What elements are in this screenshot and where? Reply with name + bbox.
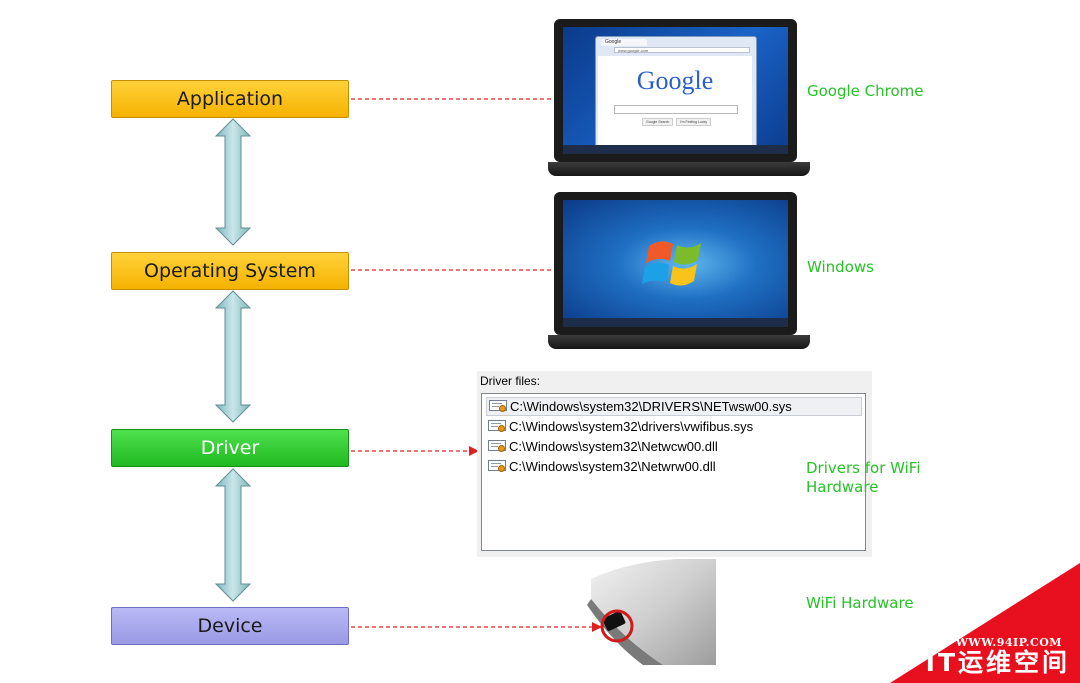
laptop-corner-image (587, 559, 716, 665)
taskbar (563, 318, 788, 327)
connector-device (351, 622, 602, 632)
certificate-file-icon (489, 400, 507, 413)
certificate-file-icon (488, 420, 506, 433)
file-path: C:\Windows\system32\Netwcw00.dll (509, 439, 718, 454)
example-driver-label-line2: Hardware (806, 478, 879, 496)
list-item[interactable]: C:\Windows\system32\DRIVERS\NETwsw00.sys (486, 397, 862, 416)
chrome-tab: Google (601, 39, 647, 46)
chrome-address-bar: www.google.com (614, 47, 750, 53)
file-path: C:\Windows\system32\drivers\vwifibus.sys (509, 419, 754, 434)
file-path: C:\Windows\system32\Netwrw00.dll (509, 459, 716, 474)
application-label: Application (176, 88, 284, 110)
example-application-label: Google Chrome (807, 82, 924, 100)
watermark-name: IT运维空间 (925, 648, 1070, 677)
chrome-window: Google www.google.com Google Google Sear… (595, 36, 757, 150)
file-path: C:\Windows\system32\DRIVERS\NETwsw00.sys (510, 399, 792, 414)
windows-logo-icon (642, 241, 701, 286)
google-lucky-button: I'm Feeling Lucky (676, 118, 712, 126)
operating-system-box: Operating System (111, 252, 349, 290)
list-item[interactable]: C:\Windows\system32\Netwcw00.dll (488, 437, 718, 456)
list-item[interactable]: C:\Windows\system32\Netwrw00.dll (488, 457, 716, 476)
laptop-chrome: Google www.google.com Google Google Sear… (548, 19, 810, 179)
driver-box: Driver (111, 429, 349, 467)
laptop-windows (548, 192, 810, 352)
certificate-file-icon (488, 440, 506, 453)
wifi-hardware-photo (583, 559, 716, 665)
watermark: WWW.94IP.COM IT运维空间 (860, 563, 1080, 683)
device-box: Device (111, 607, 349, 645)
list-item[interactable]: C:\Windows\system32\drivers\vwifibus.sys (488, 417, 753, 436)
operating-system-label: Operating System (144, 260, 316, 282)
device-label: Device (197, 615, 263, 637)
driver-files-title: Driver files: (480, 374, 541, 388)
connector-driver (351, 446, 479, 456)
driver-files-panel: Driver files: C:\Windows\system32\DRIVER… (477, 371, 872, 557)
arrow-os-driver (214, 290, 252, 423)
taskbar (563, 145, 788, 154)
example-driver-label-line1: Drivers for WiFi (806, 459, 921, 477)
arrow-app-os (214, 118, 252, 246)
connector-operating-system (351, 265, 581, 275)
chrome-page: Google Google Search I'm Feeling Lucky (598, 56, 752, 146)
watermark-url: WWW.94IP.COM (955, 636, 1062, 649)
certificate-file-icon (488, 460, 506, 473)
chrome-desktop: Google www.google.com Google Google Sear… (563, 27, 788, 154)
driver-label: Driver (200, 437, 260, 459)
example-os-label: Windows (807, 258, 874, 276)
example-device-label: WiFi Hardware (806, 594, 914, 612)
google-search-button: Google Search (642, 118, 674, 126)
application-box: Application (111, 80, 349, 118)
arrow-driver-device (214, 468, 252, 602)
windows-desktop (563, 200, 788, 327)
google-logo: Google (636, 66, 714, 95)
watermark-triangle (890, 563, 1080, 683)
driver-files-list[interactable]: C:\Windows\system32\DRIVERS\NETwsw00.sys… (481, 393, 866, 551)
google-search-box (614, 105, 738, 114)
